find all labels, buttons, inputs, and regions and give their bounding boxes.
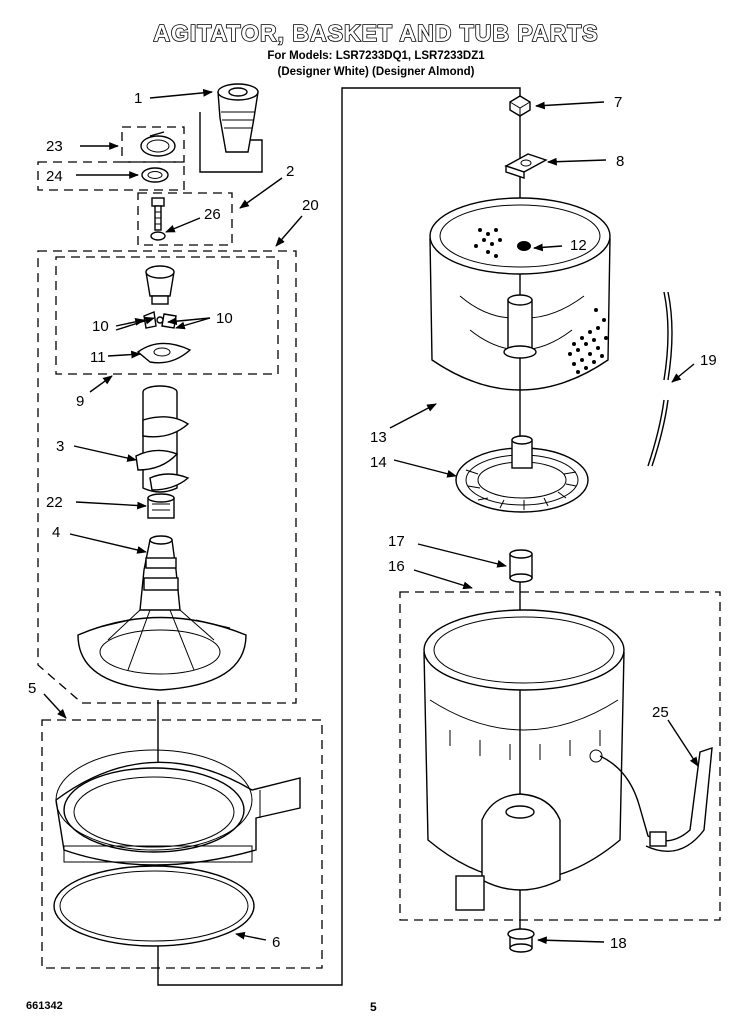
leader-arrow xyxy=(547,157,607,166)
leader-arrow xyxy=(275,215,303,247)
callout-14: 14 xyxy=(370,454,387,471)
leader-arrow xyxy=(89,375,113,393)
callout-23: 23 xyxy=(46,138,63,155)
group-box-16 xyxy=(399,591,721,921)
leader-arrow xyxy=(239,177,283,209)
callout-6: 6 xyxy=(272,934,280,951)
callout-3: 3 xyxy=(56,438,64,455)
siphon-tube-part xyxy=(647,291,673,467)
model-variants: (Designer White) (Designer Almond) xyxy=(277,66,475,78)
group-box-23 xyxy=(121,126,185,163)
leader-arrow xyxy=(393,459,457,478)
leader-arrow xyxy=(533,243,563,252)
callout-9: 9 xyxy=(76,393,84,410)
leader-arrow xyxy=(167,317,211,326)
bolt-part xyxy=(150,197,166,241)
callout-12: 12 xyxy=(570,237,587,254)
snubber-ring-part xyxy=(53,865,255,947)
agitator-cam-part xyxy=(145,265,175,305)
callout-13: 13 xyxy=(370,429,387,446)
agitator-base-part xyxy=(77,535,247,691)
agitator-cap-part xyxy=(217,83,259,153)
leader-arrow xyxy=(149,88,213,99)
leader-arrow xyxy=(115,316,155,331)
leader-arrow xyxy=(175,317,211,330)
leader-arrow xyxy=(73,445,137,462)
callout-25: 25 xyxy=(652,704,669,721)
callout-2: 2 xyxy=(286,163,294,180)
callout-8: 8 xyxy=(616,153,624,170)
dog-retainer-part xyxy=(136,342,192,364)
leader-arrow xyxy=(69,533,147,554)
callout-17: 17 xyxy=(388,533,405,550)
leader-arrow xyxy=(165,217,201,233)
group-box-20 xyxy=(37,250,297,704)
group-box-5 xyxy=(41,719,323,969)
group-box-26 xyxy=(137,192,233,246)
callout-4: 4 xyxy=(52,524,60,541)
basket-drive-hub-part xyxy=(455,435,589,513)
leader-arrow xyxy=(75,501,147,510)
basket-perforations xyxy=(474,228,608,374)
callout-26: 26 xyxy=(204,206,221,223)
leader-arrow xyxy=(671,363,695,383)
leader-arrow xyxy=(535,101,605,110)
diagram-code: 661342 xyxy=(26,1000,63,1012)
callout-24: 24 xyxy=(46,168,63,185)
agitator-barrel-part xyxy=(135,385,190,493)
page-number: 5 xyxy=(370,1000,377,1014)
tub-plug-part xyxy=(507,928,535,953)
drive-nut-part xyxy=(509,95,531,117)
group-box-24 xyxy=(37,161,185,191)
seal-ring-part xyxy=(141,167,169,183)
coupling-part xyxy=(147,493,175,519)
callout-19: 19 xyxy=(700,352,717,369)
callout-10-right: 10 xyxy=(216,310,233,327)
callout-1: 1 xyxy=(134,90,142,107)
tub-bearing-part xyxy=(509,549,533,583)
group-box-9 xyxy=(55,256,279,375)
leader-arrow xyxy=(417,543,507,568)
tub-ring-part xyxy=(55,749,301,866)
spin-basket-part xyxy=(429,197,611,391)
leader-arrow xyxy=(235,931,267,941)
drain-hose-part xyxy=(599,746,713,853)
callout-11: 11 xyxy=(90,349,106,366)
leader-arrow xyxy=(537,936,605,945)
connector-line xyxy=(199,112,263,173)
leader-arrow xyxy=(413,569,473,590)
spanner-nut-part xyxy=(504,153,548,179)
callout-7: 7 xyxy=(614,94,622,111)
callout-5: 5 xyxy=(28,680,36,697)
callout-10-left: 10 xyxy=(92,318,109,335)
leader-arrow xyxy=(107,350,141,359)
callout-20: 20 xyxy=(302,197,319,214)
leader-arrow xyxy=(667,719,699,767)
retainer-clip-part xyxy=(140,131,176,157)
leader-arrow xyxy=(115,318,145,327)
outer-tub-part xyxy=(423,609,625,911)
callout-22: 22 xyxy=(46,494,63,511)
callout-18: 18 xyxy=(610,935,627,952)
model-numbers: For Models: LSR7233DQ1, LSR7233DZ1 xyxy=(267,50,485,62)
leader-arrow xyxy=(43,693,67,719)
page-title: AGITATOR, BASKET AND TUB PARTS xyxy=(153,19,599,47)
leader-arrow xyxy=(389,403,437,429)
callout-16: 16 xyxy=(388,558,405,575)
